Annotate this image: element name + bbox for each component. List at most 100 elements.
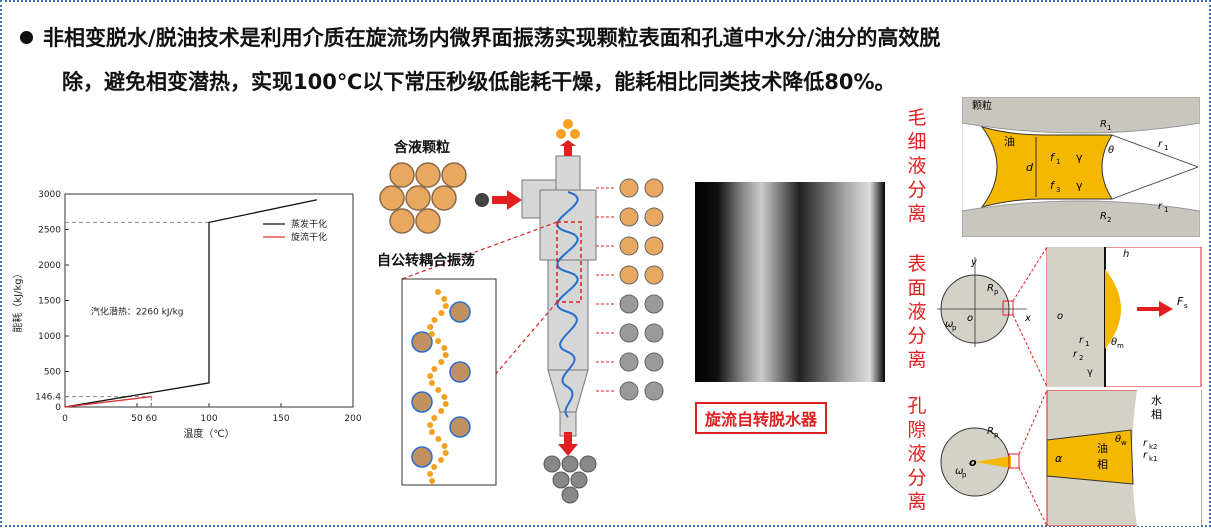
oscillation-label: 自公转耦合振荡 bbox=[377, 253, 475, 269]
cap-f3-text: f bbox=[1050, 179, 1056, 192]
y-tick-label: 3000 bbox=[38, 190, 61, 200]
pore-Rp-sub: p bbox=[994, 431, 999, 439]
surf-Rp-sub: p bbox=[994, 288, 999, 296]
y-tick-label: 2000 bbox=[38, 261, 61, 271]
bottom-arrow-icon bbox=[558, 432, 578, 456]
surf-Fs-sub: s bbox=[1184, 302, 1188, 310]
cap-R1-text: R bbox=[1100, 119, 1107, 130]
valve-icon bbox=[475, 193, 489, 207]
surf-r2-sub: 2 bbox=[1079, 354, 1083, 362]
cap-particle-text: 颗粒 bbox=[972, 99, 992, 112]
y-tick-label: 2500 bbox=[38, 226, 61, 236]
pore-theta-sub: w bbox=[1121, 439, 1127, 447]
capillary-label: 毛细液分离 bbox=[907, 107, 927, 225]
zoom-region bbox=[556, 221, 582, 303]
surf-o-text: o bbox=[967, 313, 973, 324]
cap-R2-text: R bbox=[1100, 211, 1107, 222]
particle-icon bbox=[619, 381, 639, 401]
droplet-icon bbox=[438, 359, 445, 365]
device-label: 旋流自转脱水器 bbox=[695, 402, 828, 434]
pore-Rp-text: R bbox=[987, 426, 994, 437]
x-tick-label: 200 bbox=[344, 414, 361, 424]
particle-icon bbox=[644, 294, 664, 314]
droplet-icon bbox=[435, 289, 441, 295]
pore-wp-sub: p bbox=[962, 471, 967, 479]
particle-sequence bbox=[596, 178, 664, 401]
series-line-1 bbox=[64, 395, 152, 408]
particle-icon bbox=[619, 207, 639, 227]
cap-gamma2-text: γ bbox=[1076, 179, 1083, 192]
droplet-icon bbox=[431, 415, 438, 421]
y-tick-label: 500 bbox=[44, 368, 61, 378]
oscillating-particle-icon bbox=[411, 446, 433, 468]
surf-Rp-text: R bbox=[987, 283, 994, 294]
droplet-icon bbox=[438, 457, 445, 463]
headline: 非相变脱水/脱油技术是利用介质在旋流场内微界面振荡实现颗粒表面和孔道中水分/油分… bbox=[20, 16, 1200, 104]
droplet-icon bbox=[431, 464, 438, 470]
particle-icon bbox=[644, 323, 664, 343]
cap-r1b-sub: 1 bbox=[1164, 206, 1168, 214]
oscillating-particle-icon bbox=[449, 361, 471, 383]
droplet-icon bbox=[428, 331, 435, 337]
pore-rk2-sub: k2 bbox=[1149, 443, 1158, 451]
droplet-icon bbox=[442, 352, 449, 358]
particle-icon bbox=[644, 352, 664, 372]
droplet-icon bbox=[427, 471, 434, 477]
cap-theta-text: θ bbox=[1108, 145, 1114, 156]
pore-ophase-text: 相 bbox=[1097, 458, 1108, 471]
droplet-icon bbox=[428, 429, 435, 435]
particle-icon bbox=[619, 294, 639, 314]
x-tick-label: 60 bbox=[146, 414, 158, 424]
pore-diagram: 水 相 油 相 o R p ω p α θ w r k2 r k1 bbox=[940, 390, 1202, 526]
x-tick-label: 0 bbox=[62, 414, 68, 424]
surf-y-text: y bbox=[970, 257, 978, 268]
cyclone-diagram bbox=[379, 119, 664, 504]
particle-icon bbox=[619, 236, 639, 256]
cap-gamma-text: γ bbox=[1076, 151, 1083, 164]
droplet-icon bbox=[441, 296, 448, 302]
droplet-icon bbox=[435, 338, 442, 344]
y-tick-label: 146.4 bbox=[35, 393, 61, 403]
droplet-icon bbox=[435, 387, 442, 393]
cap-f1-sub: 1 bbox=[1056, 158, 1060, 166]
pore-wp-text: ω bbox=[955, 466, 963, 477]
particle-icon bbox=[644, 236, 664, 256]
capillary-diagram: 颗粒 油 d f 1 f 3 γ γ R 1 R 2 θ r 1 r 1 bbox=[962, 97, 1200, 237]
droplet-icon bbox=[438, 310, 445, 316]
liquid-particles-icon bbox=[379, 162, 467, 234]
cap-R2-sub: 2 bbox=[1107, 216, 1111, 224]
oscillating-particle-icon bbox=[449, 416, 471, 438]
cap-oil-text: 油 bbox=[1004, 134, 1015, 148]
droplet-icon bbox=[427, 373, 434, 379]
chart-annotation: 汽化潜热：2260 kJ/kg bbox=[91, 306, 184, 318]
surf-r1-sub: 1 bbox=[1085, 340, 1089, 348]
cap-f3-sub: 3 bbox=[1056, 186, 1060, 194]
y-tick-label: 1500 bbox=[38, 297, 61, 307]
surf-r1-text: r bbox=[1079, 335, 1084, 346]
high-speed-image bbox=[695, 182, 885, 382]
particle-icon bbox=[644, 178, 664, 198]
y-axis-label: 能耗（kJ/kg） bbox=[11, 268, 24, 332]
oscillation-particles bbox=[411, 289, 471, 484]
particle-icon bbox=[619, 352, 639, 372]
surface-diagram: y x o R p ω p h F s o r 1 r 2 θ m γ bbox=[937, 247, 1202, 387]
y-tick-label: 0 bbox=[55, 403, 61, 413]
surf-wp-text: ω bbox=[945, 319, 953, 330]
droplet-icon bbox=[427, 324, 434, 330]
pore-rk2-text: r bbox=[1143, 438, 1148, 449]
feed-arrow-icon bbox=[492, 190, 522, 210]
pore-rk1-text: r bbox=[1143, 450, 1148, 461]
droplet-icon bbox=[431, 366, 438, 372]
surf-x-text: x bbox=[1024, 313, 1031, 324]
droplet-icon bbox=[438, 408, 445, 414]
surf-o2-text: o bbox=[1057, 311, 1063, 322]
x-tick-label: 100 bbox=[200, 414, 217, 424]
cap-r1b-text: r bbox=[1158, 201, 1163, 212]
surf-h-text: h bbox=[1123, 249, 1129, 260]
pore-rk1-sub: k1 bbox=[1149, 455, 1158, 463]
droplet-icon bbox=[442, 450, 449, 456]
force-arrow-icon bbox=[1137, 301, 1173, 317]
oscillating-particle-icon bbox=[411, 331, 433, 353]
bullet-icon bbox=[20, 30, 33, 44]
x-tick-label: 50 bbox=[131, 414, 143, 424]
